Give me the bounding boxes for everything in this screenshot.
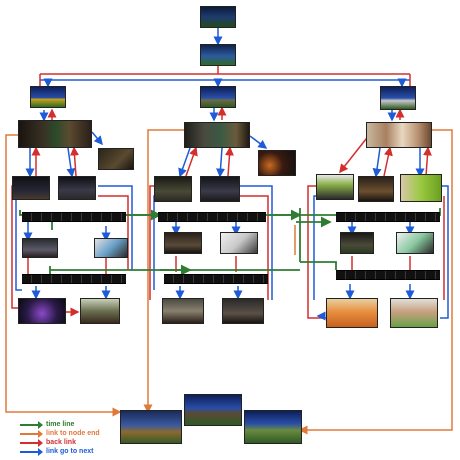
arrow-right-icon xyxy=(38,421,43,429)
screen-thumbnail-center-a xyxy=(154,176,192,202)
timeline-strip-center-lower xyxy=(164,274,268,284)
timeline-strip-right-upper xyxy=(336,212,440,222)
screen-thumbnail-center-b xyxy=(200,176,240,202)
screen-thumbnail-center-mid-b xyxy=(220,232,258,254)
screen-thumbnail-center-end-b xyxy=(222,298,264,324)
center-cluster-links xyxy=(149,146,273,300)
legend-swatch-time-line xyxy=(20,424,40,426)
node-end-link-right xyxy=(298,129,453,435)
legend-label-go-next: link go to next xyxy=(46,448,94,455)
arrow-right-icon xyxy=(38,430,43,438)
screen-thumbnail-left-mid-a xyxy=(22,238,58,258)
branch-connectors xyxy=(39,106,405,174)
screen-thumbnail-branch-right xyxy=(380,86,416,110)
node-end-links xyxy=(5,129,453,435)
legend-item-node-end: link to node end xyxy=(20,429,130,438)
screen-thumbnail-ending-left xyxy=(120,410,182,444)
screen-thumbnail-left-b xyxy=(58,176,96,200)
screen-thumbnail-right-mid-b xyxy=(396,232,434,254)
legend-label-node-end: link to node end xyxy=(46,430,100,437)
node-end-link-left xyxy=(5,134,122,417)
screen-thumbnail-right-scene xyxy=(366,122,432,148)
left-cluster-links xyxy=(11,146,133,317)
screen-thumbnail-left-end-b xyxy=(80,298,120,324)
legend-item-go-next: link go to next xyxy=(20,447,130,456)
top-connectors xyxy=(39,28,411,88)
screen-thumbnail-right-a xyxy=(316,174,354,200)
screen-thumbnail-right-mid-a xyxy=(340,232,374,254)
legend-swatch-node-end xyxy=(20,433,40,435)
screen-thumbnail-branch-left xyxy=(30,86,66,108)
screen-thumbnail-ending-center xyxy=(184,394,242,426)
screen-thumbnail-left-scene xyxy=(18,120,92,148)
screen-thumbnail-left-mid-b xyxy=(94,238,128,258)
timeline-strip-right-lower xyxy=(336,270,440,280)
arrow-right-icon xyxy=(38,439,43,447)
screen-thumbnail-center-scene xyxy=(184,122,250,148)
timeline-strip-left-upper xyxy=(22,212,126,222)
node-end-link-center xyxy=(143,129,186,414)
legend-label-back-link: back link xyxy=(46,439,76,446)
screen-thumbnail-center-side xyxy=(258,150,296,176)
screen-thumbnail-left-a xyxy=(12,176,50,200)
legend-swatch-go-next xyxy=(20,451,40,453)
legend: time line link to node end back link lin… xyxy=(20,420,130,456)
arrow-right-icon xyxy=(38,448,43,456)
screen-thumbnail-right-end-a xyxy=(326,298,378,328)
screen-thumbnail-right-c xyxy=(400,174,442,202)
legend-item-time-line: time line xyxy=(20,420,130,429)
screen-thumbnail-title xyxy=(200,6,236,28)
screen-thumbnail-branch-center xyxy=(200,86,236,108)
screen-thumbnail-intro xyxy=(200,44,236,66)
screen-thumbnail-center-mid-a xyxy=(164,232,202,254)
timeline-strip-left-lower xyxy=(22,274,126,284)
screen-thumbnail-left-side xyxy=(98,148,134,170)
screen-thumbnail-right-end-b xyxy=(390,298,438,328)
screen-thumbnail-ending-right xyxy=(244,410,302,444)
screen-thumbnail-left-end-a xyxy=(18,298,66,324)
timeline-strip-center-upper xyxy=(158,212,266,222)
screen-thumbnail-center-end-a xyxy=(162,298,204,324)
legend-label-time-line: time line xyxy=(46,421,75,428)
legend-swatch-back-link xyxy=(20,442,40,444)
screen-thumbnail-right-b xyxy=(358,176,394,202)
legend-item-back-link: back link xyxy=(20,438,130,447)
